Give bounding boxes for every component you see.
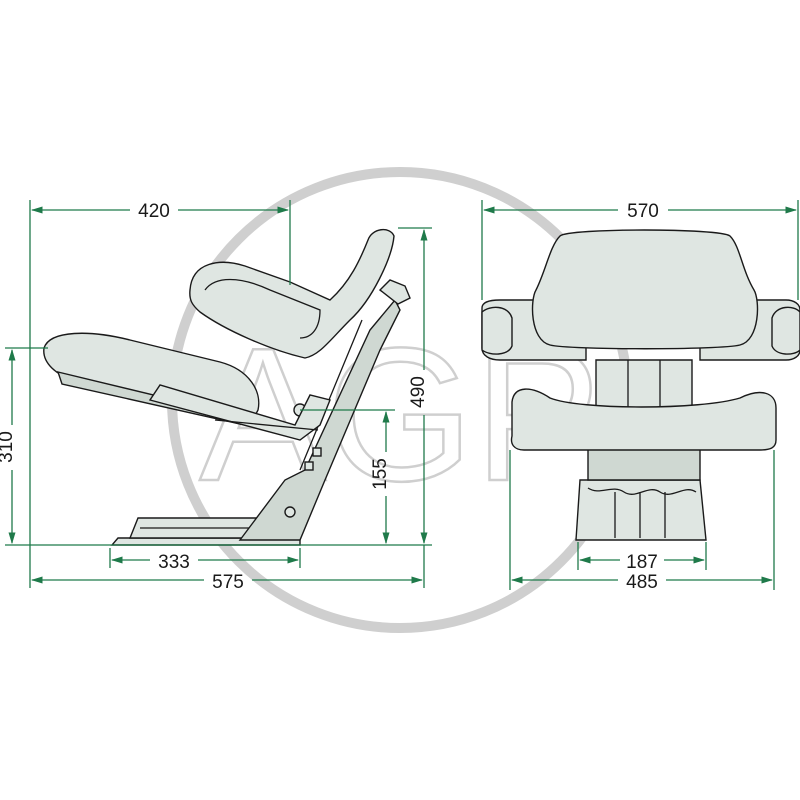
front-armrest-right-cap xyxy=(771,306,800,355)
dim-label-420: 420 xyxy=(138,201,170,222)
side-backrest-seam xyxy=(204,278,321,339)
dim-label-333: 333 xyxy=(158,552,190,573)
front-bellows xyxy=(587,487,697,495)
side-bolt-lower xyxy=(284,506,296,518)
front-seat-cushion xyxy=(510,388,777,451)
side-arm-edge xyxy=(299,319,363,471)
dim-label-575: 575 xyxy=(212,572,244,593)
dim-label-187: 187 xyxy=(626,552,658,573)
dim-label-570: 570 xyxy=(627,201,659,222)
side-view xyxy=(43,229,411,546)
front-dimensions: 570 187 485 xyxy=(481,200,799,593)
front-base-ribs xyxy=(614,492,666,538)
front-backrest xyxy=(531,229,759,350)
front-view xyxy=(481,229,800,541)
side-dimensions: 420 310 490 155 333 575 xyxy=(0,200,432,593)
front-column-lines xyxy=(627,360,661,410)
side-bolt-square-2 xyxy=(312,447,322,457)
side-adjust-knob xyxy=(378,279,411,305)
side-backrest xyxy=(189,229,395,359)
dim-label-155: 155 xyxy=(370,458,391,490)
front-armrest-left-cap xyxy=(481,306,513,355)
front-base xyxy=(575,479,707,541)
dim-label-490: 490 xyxy=(408,376,429,408)
side-suspension-arm xyxy=(238,298,401,541)
side-bolt-square-1 xyxy=(304,461,314,471)
dim-label-485: 485 xyxy=(626,572,658,593)
side-pivot-line xyxy=(214,419,319,431)
dim-label-310: 310 xyxy=(0,431,17,463)
